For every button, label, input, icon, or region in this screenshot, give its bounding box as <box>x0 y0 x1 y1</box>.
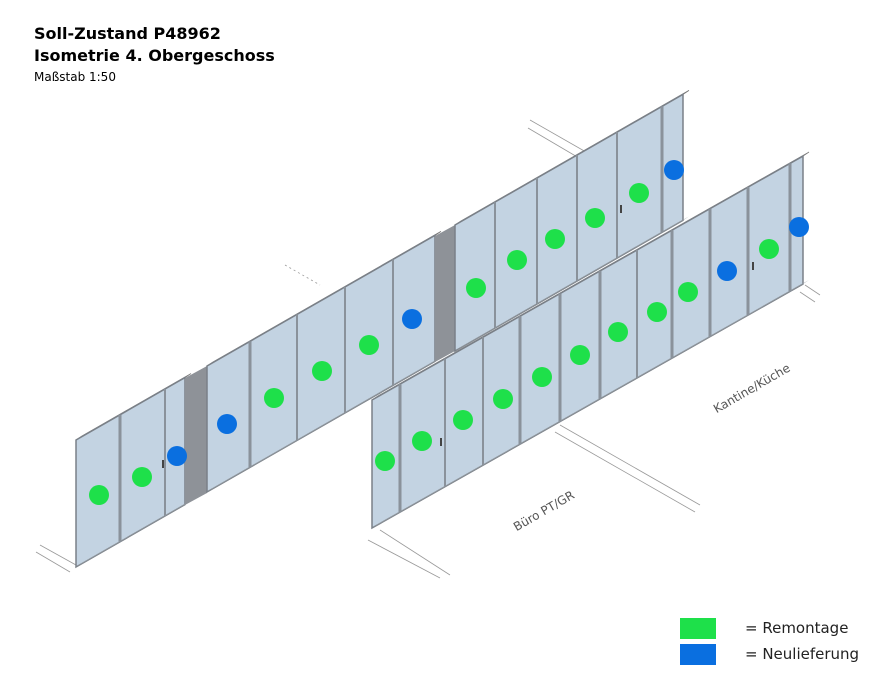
door-handle-icon <box>620 205 622 213</box>
marker-remontage <box>608 322 628 342</box>
marker-remontage <box>89 485 109 505</box>
marker-neulieferung <box>789 217 809 237</box>
marker-remontage <box>545 229 565 249</box>
marker-remontage <box>312 361 332 381</box>
marker-remontage <box>453 410 473 430</box>
back-wall-right-base <box>455 216 689 351</box>
stair-lines <box>284 264 321 286</box>
front-wall-base <box>372 280 809 528</box>
marker-neulieferung <box>402 309 422 329</box>
legend-label-remontage: = Remontage <box>745 619 849 637</box>
door-handle-icon <box>162 460 164 468</box>
back-wall-middle-base <box>207 357 441 492</box>
marker-remontage <box>132 467 152 487</box>
marker-remontage <box>507 250 527 270</box>
marker-neulieferung <box>717 261 737 281</box>
marker-remontage <box>264 388 284 408</box>
back-wall-left-glass <box>75 376 186 569</box>
floor-line <box>799 284 821 303</box>
marker-remontage <box>466 278 486 298</box>
marker-remontage <box>585 208 605 228</box>
marker-remontage <box>412 431 432 451</box>
marker-remontage <box>570 345 590 365</box>
drawing-title: Soll-Zustand P48962 <box>34 24 221 43</box>
drawing-subtitle: Isometrie 4. Obergeschoss <box>34 46 275 65</box>
door-handle-icon <box>752 262 754 270</box>
marker-neulieferung <box>217 414 237 434</box>
floor-line <box>554 424 701 513</box>
marker-remontage <box>532 367 552 387</box>
drawing-scale: Maßstab 1:50 <box>34 70 116 84</box>
column <box>435 225 455 362</box>
marker-remontage <box>647 302 667 322</box>
back-wall-left-base <box>76 500 191 567</box>
marker-remontage <box>629 183 649 203</box>
legend-label-neulieferung: = Neulieferung <box>745 645 860 663</box>
floor-line <box>367 529 451 579</box>
floor-line <box>35 544 77 573</box>
legend-swatch-neulieferung <box>680 644 716 665</box>
legend-swatch-remontage <box>680 618 716 639</box>
marker-remontage <box>375 451 395 471</box>
column <box>185 366 207 505</box>
marker-neulieferung <box>167 446 187 466</box>
marker-remontage <box>493 389 513 409</box>
marker-remontage <box>359 335 379 355</box>
marker-remontage <box>678 282 698 302</box>
door-handle-icon <box>440 438 442 446</box>
marker-neulieferung <box>664 160 684 180</box>
marker-remontage <box>759 239 779 259</box>
